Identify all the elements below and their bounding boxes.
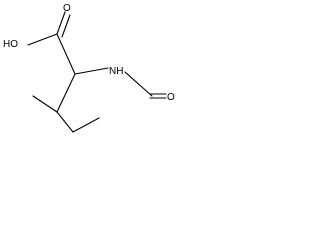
formyl-oxygen-label: O: [167, 92, 175, 103]
bond-alpha-to-beta-carbon: [56, 73, 76, 113]
amide-nitrogen-label: NH: [109, 66, 123, 77]
bond-beta-to-methyl: [32, 95, 58, 113]
carbonyl-oxygen-label: O: [63, 3, 71, 14]
bond-hydroxyl-to-carboxyl-carbon: [27, 33, 58, 46]
bond-alpha-carbon-to-nitrogen: [74, 67, 109, 75]
bond-gamma-to-terminal-methyl: [72, 117, 100, 133]
bond-carboxyl-carbon-double-o-2: [61, 14, 71, 38]
bond-carboxyl-to-alpha-carbon: [56, 33, 76, 75]
bond-beta-to-gamma-carbon: [56, 111, 74, 133]
bond-nitrogen-to-formyl-carbon: [124, 71, 153, 97]
molecule-structure: HO O NH O: [3, 3, 175, 133]
bond-carboxyl-carbon-double-o-1: [56, 11, 66, 35]
hydroxyl-label: HO: [3, 39, 18, 50]
